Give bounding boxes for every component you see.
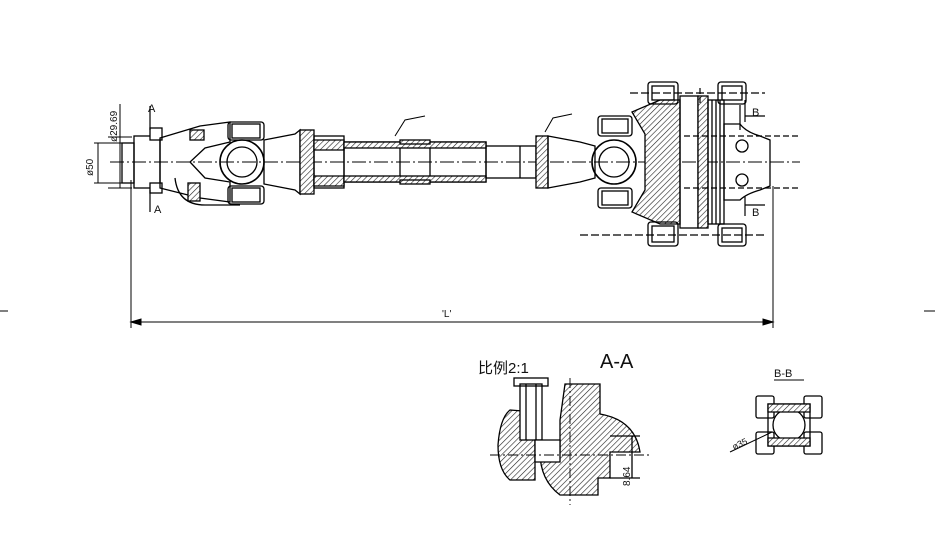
section-a-top-label: A xyxy=(148,103,156,115)
dim-35-label: ø35 xyxy=(731,436,749,452)
dim-8-64-label: 8.64 xyxy=(622,466,633,486)
right-flange-yoke xyxy=(631,95,800,229)
section-view-a-a xyxy=(490,377,650,505)
dim-29-69-label: ø29.69 xyxy=(109,110,120,142)
left-tube-yoke xyxy=(263,128,345,196)
dim-50-label: ø50 xyxy=(85,158,96,176)
outer-tube xyxy=(343,139,487,185)
dim-length-label: 'L' xyxy=(442,309,451,320)
flange-bolts-top xyxy=(630,81,765,105)
flange-bolts-bottom xyxy=(580,221,765,247)
view-bb-title: B-B xyxy=(774,368,792,380)
section-view-b-b xyxy=(729,379,823,455)
dimension-length xyxy=(129,180,775,328)
drawing-labels: A A B B ø29.69 ø50 'L' 比例2:1 A-A B-B ø35… xyxy=(85,103,792,486)
section-lines xyxy=(149,88,765,216)
inner-tube xyxy=(485,135,596,189)
right-universal-joint xyxy=(591,115,637,209)
dimension-diameters xyxy=(94,104,132,189)
scale-label: 比例2:1 xyxy=(478,360,529,377)
tube-callout-leaders xyxy=(394,113,573,137)
section-b-bottom-label: B xyxy=(752,207,759,219)
left-universal-joint xyxy=(219,121,265,205)
left-spline-yoke xyxy=(121,121,240,206)
drive-shaft-assembly xyxy=(94,81,800,328)
section-b-top-label: B xyxy=(752,107,759,119)
view-aa-title: A-A xyxy=(600,351,634,373)
section-a-bottom-label: A xyxy=(154,204,162,216)
